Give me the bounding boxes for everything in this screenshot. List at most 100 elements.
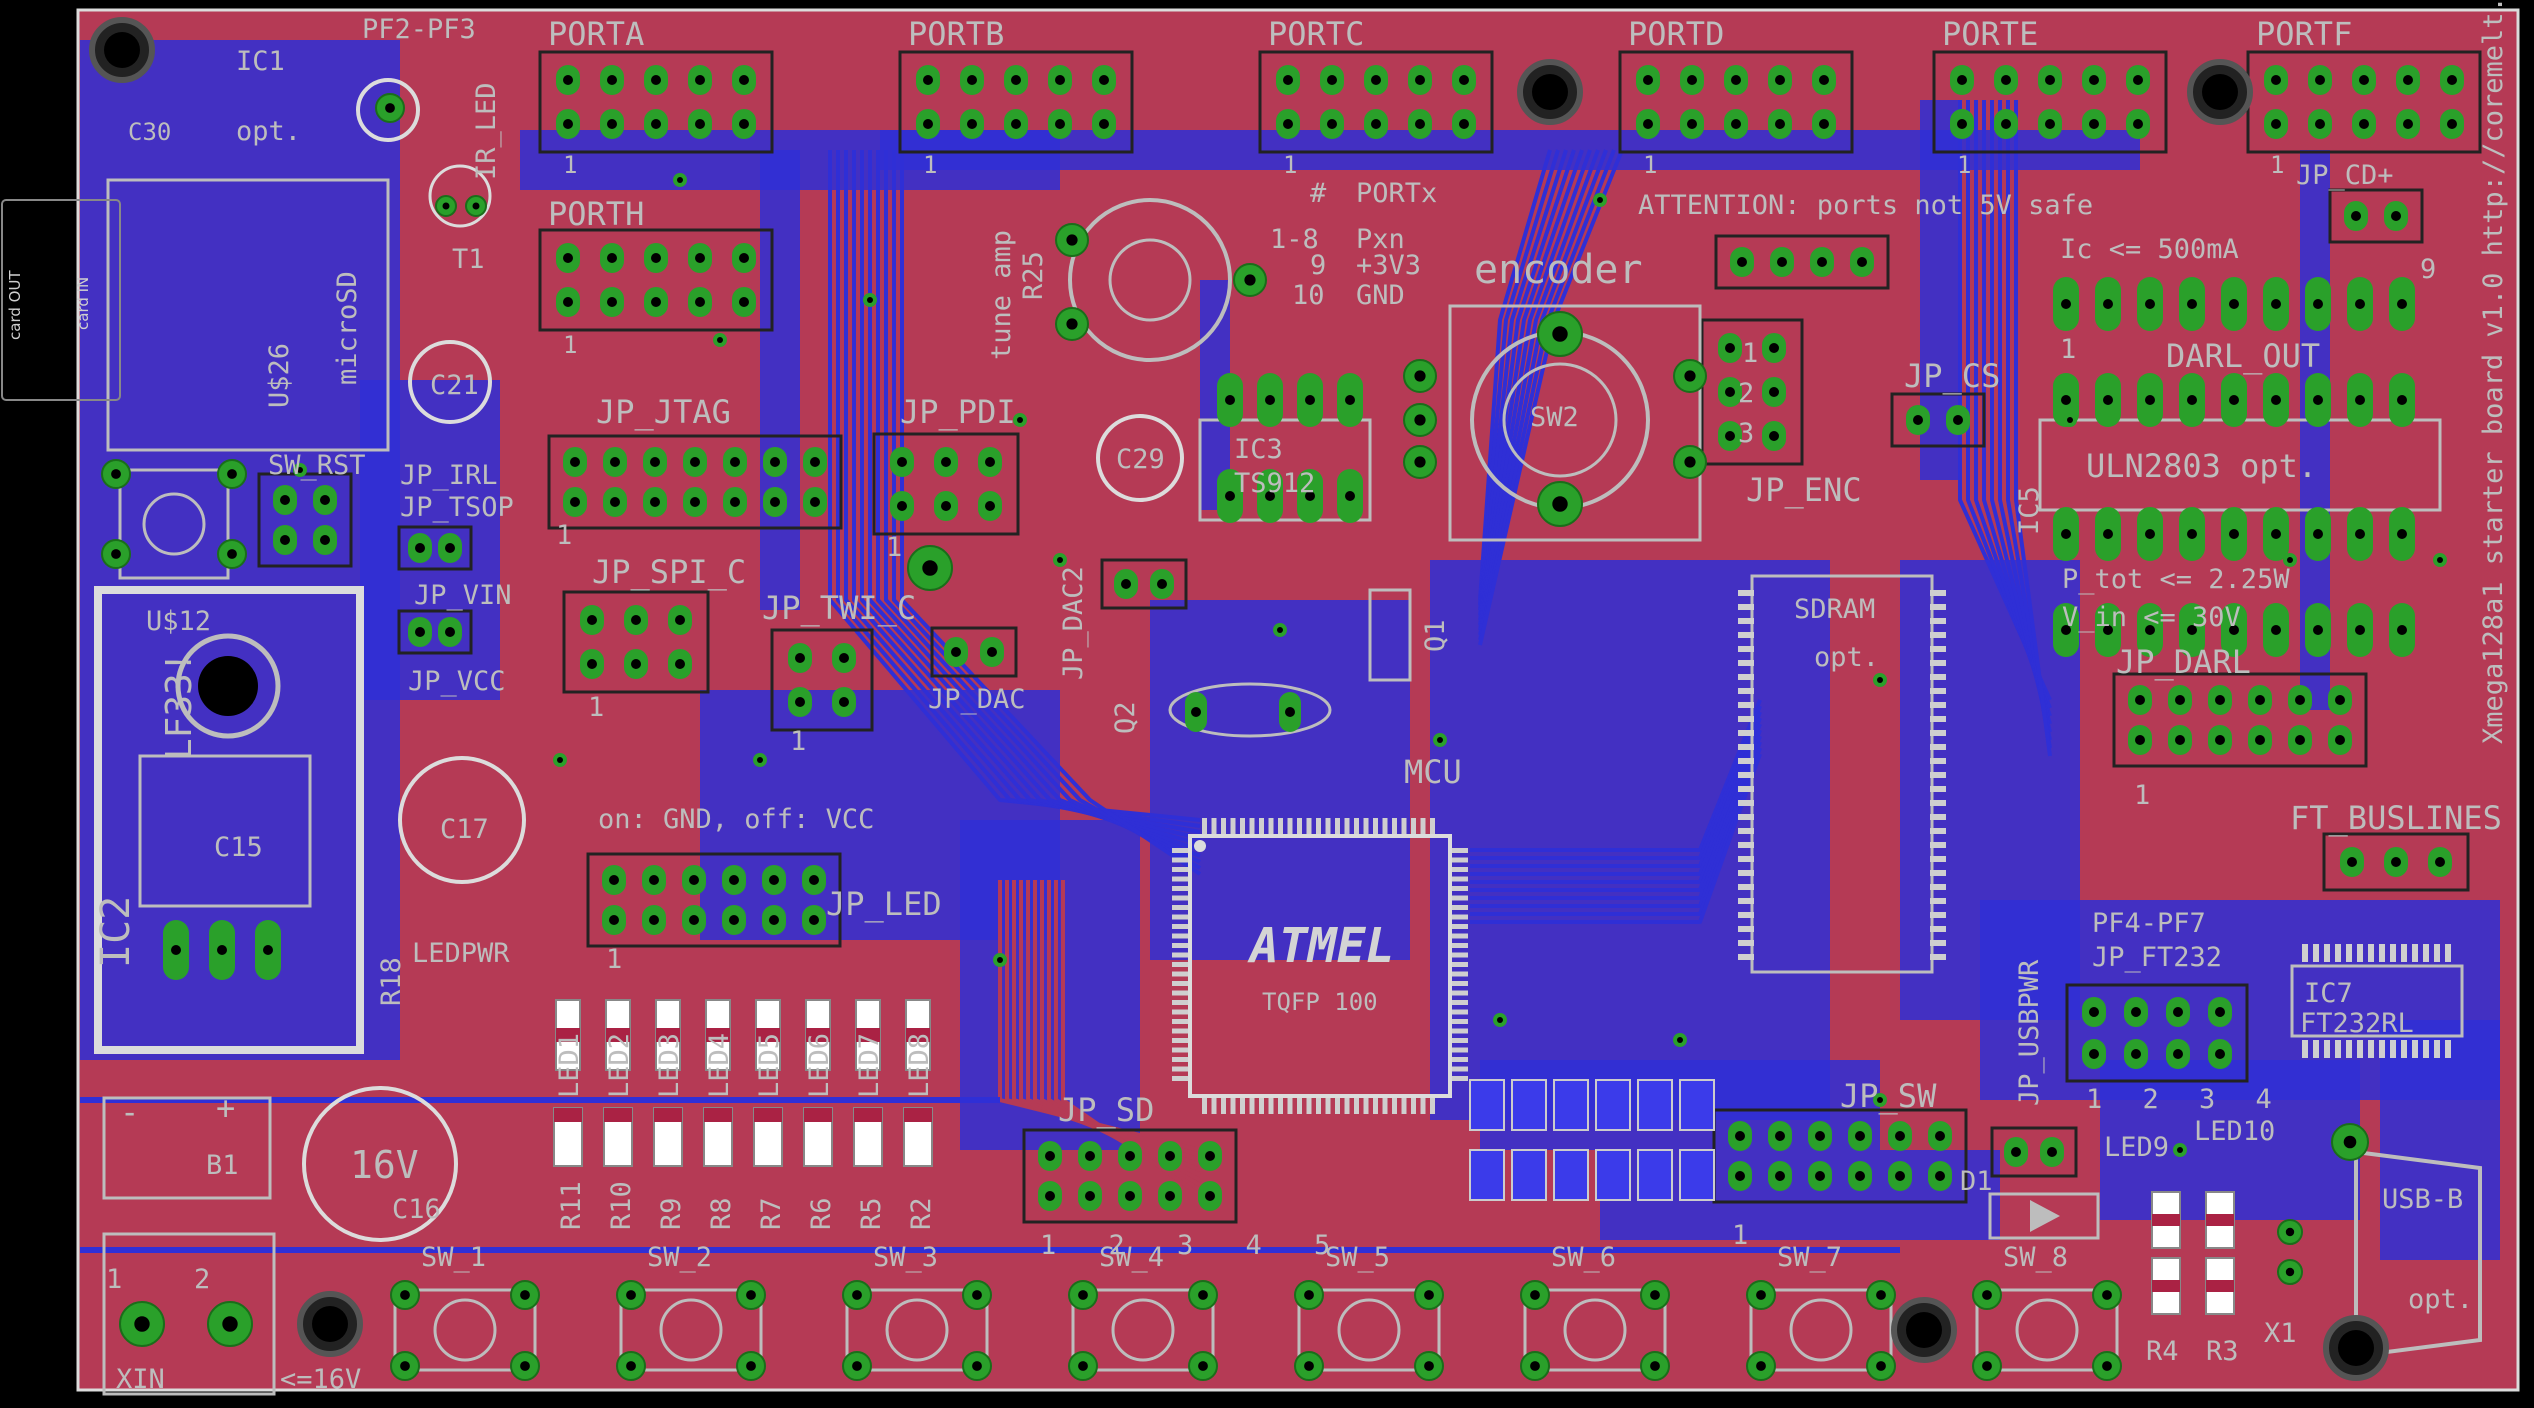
pin1-xin: 1 [106, 1264, 123, 1295]
mount-hole-core-1 [1532, 74, 1568, 110]
uln2803-darl-out-top-4-drill [2229, 299, 2239, 309]
switch-pad-a-7-drill [1982, 1290, 1992, 1300]
mcu-pin-left-17 [1172, 1009, 1188, 1015]
label-jp-dac2: JP_DAC2 [1058, 566, 1089, 680]
bus-trace-9 [900, 150, 1202, 876]
pdi-header-pin-0-0-drill [897, 457, 907, 467]
mcu-pin-bot-20 [1392, 1098, 1397, 1114]
mcu-pin-bot-21 [1401, 1098, 1407, 1114]
mcu-pin-left-19 [1172, 1028, 1188, 1034]
switch-pad-d-6-drill [1876, 1361, 1886, 1371]
label-jp-twi-c: JP_TWI_C [762, 589, 917, 627]
uln2803-darl-out-top-6-drill [2313, 299, 2323, 309]
jp-cs-header-pin-0-0-drill [1913, 415, 1923, 425]
label-d1: D1 [1960, 1166, 1993, 1197]
led-res-band-5 [806, 1028, 830, 1042]
port-5-header-pin-1-4-drill [2447, 119, 2457, 129]
pdi-header-pin-0-2-drill [985, 457, 995, 467]
switch-pad-b-0-drill [520, 1290, 530, 1300]
b1-outline [102, 1096, 272, 1200]
ft232-pin-t-8 [2390, 944, 2396, 962]
mcu-pin-right-2 [1452, 867, 1468, 872]
pin1-sw: 1 [1732, 1220, 1749, 1251]
sdram-pin-l-21 [1738, 884, 1754, 890]
bus-trace-b-3 [1478, 149, 1576, 616]
label-ic7: IC7 [2304, 978, 2353, 1009]
mcu-pin-bot-16 [1354, 1098, 1359, 1114]
blue-pour-7 [1430, 560, 1830, 1120]
label-jp-vin: JP_VIN [414, 580, 512, 611]
switch-ring-0 [433, 1298, 497, 1362]
ft232-pin-b-1 [2313, 1040, 2319, 1058]
pdi-header-pin-1-2-drill [985, 501, 995, 511]
darl-header-pin-1-4-drill [2295, 735, 2305, 745]
jtag-header-pin-1-3-drill [690, 497, 700, 507]
label-sw2: SW2 [1530, 402, 1579, 433]
enc-header-outline [1700, 318, 1804, 466]
port-3-header-pin-1-3-drill [1775, 119, 1785, 129]
led-label-7: LED7 [854, 1032, 885, 1098]
sd-header-outline [1022, 1128, 1238, 1224]
led-resistor-label-8: R2 [906, 1197, 937, 1230]
jtag-header-pin-1-0-drill [570, 497, 580, 507]
ft232-pin-b-2 [2324, 1040, 2330, 1058]
ts912-ic3-top-0-drill [1225, 395, 1235, 405]
ft232-pin-t-9 [2401, 944, 2407, 962]
label-tune-amp: tune amp [986, 229, 1017, 360]
port-1-header-pin-1-3-drill [1055, 119, 1065, 129]
ft232-pin-b-0 [2302, 1040, 2308, 1058]
darl-header-pin-1-5-drill [2335, 735, 2345, 745]
switch-pad-c-3-drill [1078, 1361, 1088, 1371]
xin-pad-2-drill [222, 1316, 238, 1332]
pdi-header-pin-1-1-drill [941, 501, 951, 511]
label-b1-minus: - [120, 1093, 140, 1131]
sdram-pin-l-7 [1738, 688, 1754, 694]
pot-pad-1-drill [1066, 234, 1078, 246]
mcu-pin-top-4 [1240, 818, 1245, 834]
ft-buslines-header-pin-0-1-drill [2391, 857, 2401, 867]
switch-pad-d-1-drill [746, 1361, 756, 1371]
darl-header-pin-1-0-drill [2135, 735, 2145, 745]
ft232-pin-t-5 [2357, 944, 2363, 962]
port-0-header-pin-0-3-drill [695, 75, 705, 85]
ts912-ic3-bot-3-drill [1345, 491, 1355, 501]
led-res-band-6 [856, 1028, 880, 1042]
mcu-pin-top-16 [1354, 818, 1359, 834]
twi-header-pin-1-0-drill [795, 697, 805, 707]
label-jp-cd: JP_CD+ [2296, 160, 2394, 191]
uln2803-darl-out-bot-0-drill [2061, 395, 2071, 405]
uln2803-ic5-bot-0-drill [2061, 625, 2071, 635]
label-jp-cs: JP_CS [1904, 357, 2001, 395]
ft232-pin-b-3 [2335, 1040, 2341, 1058]
table-hash: # [1310, 178, 1327, 209]
bus-trace-c-1 [1470, 705, 1762, 860]
ft232-pin-b-12 [2434, 1040, 2440, 1058]
red-trace-9 [1061, 880, 1202, 1197]
label-ft-buslines: FT_BUSLINES [2290, 799, 2502, 837]
sw-header-pin-1-2-drill [1815, 1171, 1825, 1181]
port-4-header-pin-0-3-drill [2089, 75, 2099, 85]
ft232-pin-t-13 [2445, 944, 2451, 962]
mcu-pin-left-16 [1172, 1000, 1188, 1005]
port-2-header-pin-0-3-drill [1415, 75, 1425, 85]
q2-pad-1-drill [1191, 707, 1201, 717]
via-drill-16 [1877, 1097, 1883, 1103]
jtag-header-pin-1-2-drill [650, 497, 660, 507]
mcu-pin-left-24 [1172, 1076, 1188, 1081]
mcu-pin-top-15 [1344, 818, 1350, 834]
darl-header-pin-1-1-drill [2175, 735, 2185, 745]
usb-pin-2-drill [2285, 1267, 2295, 1277]
crystal-q1 [1368, 588, 1412, 682]
atmel-logo: ATMEL [1250, 918, 1395, 974]
switch-pad-a-3-drill [1078, 1290, 1088, 1300]
ft232-pin-t-1 [2313, 944, 2319, 962]
table-row3a: 10 [1292, 280, 1325, 311]
xin-pad-1-drill [134, 1316, 150, 1332]
mcu-pin-bot-23 [1420, 1098, 1426, 1114]
mcu-pin-bot-17 [1363, 1098, 1369, 1114]
switch-pad-b-5-drill [1650, 1290, 1660, 1300]
darl-header-pin-0-5-drill [2335, 695, 2345, 705]
mcu-pin-right-24 [1452, 1076, 1468, 1081]
reset-switch-ring [142, 492, 206, 556]
